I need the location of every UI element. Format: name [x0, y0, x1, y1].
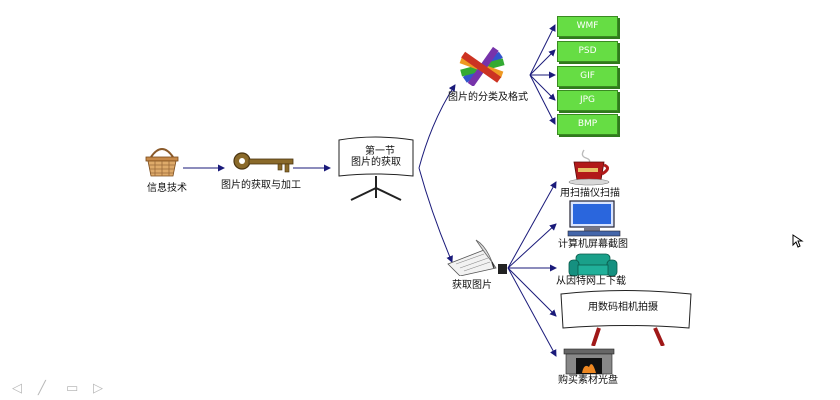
format-box-psd[interactable]: PSD: [557, 41, 618, 62]
crayons-icon: [459, 46, 505, 86]
menu-icon[interactable]: ▭: [66, 381, 79, 396]
format-box-jpg[interactable]: JPG: [557, 90, 618, 111]
pen-icon[interactable]: ╱: [38, 381, 46, 396]
basket-icon: [145, 148, 179, 177]
format-box-bmp[interactable]: BMP: [557, 114, 618, 135]
node-section-line1: 第一节: [365, 146, 395, 157]
node-info-tech: 信息技术: [147, 183, 187, 194]
node-scanner: 用扫描仪扫描: [560, 188, 620, 199]
node-camera: 用数码相机拍摄: [588, 302, 658, 313]
easel-icon-camera: [560, 290, 692, 346]
coffee-cup-icon: [568, 149, 610, 186]
key-icon: [233, 152, 294, 173]
node-screenshot: 计算机屏幕截图: [558, 239, 628, 250]
paper-quill-icon: [447, 239, 507, 276]
node-acquire: 获取图片: [452, 280, 492, 291]
node-internet: 从因特网上下载: [556, 276, 626, 287]
easel-icon: [338, 136, 414, 201]
format-box-wmf[interactable]: WMF: [557, 16, 618, 37]
prev-slide-icon[interactable]: ◁: [12, 381, 22, 396]
node-cdrom: 购买素材光盘: [558, 375, 618, 386]
node-acquire-process: 图片的获取与加工: [221, 180, 301, 191]
node-section-line2: 图片的获取: [351, 157, 401, 168]
mouse-cursor-icon: [792, 234, 804, 248]
next-slide-icon[interactable]: ▷: [93, 381, 103, 396]
sofa-icon: [568, 253, 618, 277]
fireplace-icon: [563, 348, 615, 375]
monitor-icon: [567, 200, 621, 237]
format-box-gif[interactable]: GIF: [557, 66, 618, 87]
node-classify: 图片的分类及格式: [448, 92, 528, 103]
